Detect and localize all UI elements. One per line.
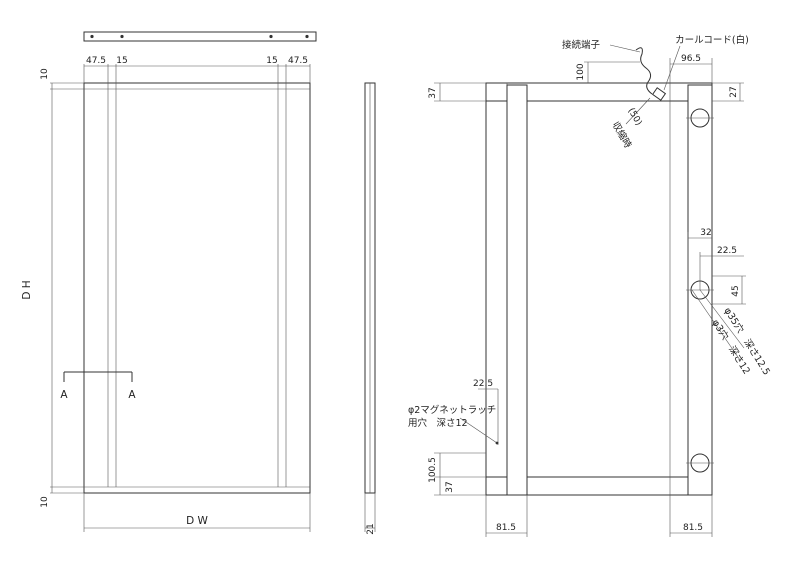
section-a-right: A — [128, 389, 136, 401]
dim-22-5-left: 22.5 — [473, 379, 493, 389]
dim-37-bottom: 37 — [445, 481, 455, 492]
dim-15-left: 15 — [116, 56, 127, 66]
section-a-left: A — [60, 389, 68, 401]
dim-15-right: 15 — [266, 56, 277, 66]
stored-label: 収縮時 — [609, 120, 634, 151]
dim-96-5: 96.5 — [681, 54, 701, 64]
magnet-latch-label-2: 用穴 深さ12 — [408, 417, 468, 429]
screw-hole — [269, 34, 273, 39]
connector-label: 接続端子 — [562, 39, 601, 51]
front-view: 47.5 15 15 47.5 10 D H 10 A A D W — [21, 31, 317, 532]
door-outline — [83, 82, 311, 494]
dim-32: 32 — [700, 228, 711, 238]
dim-50: (50) — [625, 107, 643, 128]
dim-27: 27 — [729, 86, 739, 97]
dim-45: 45 — [731, 285, 741, 296]
dim-dw: D W — [186, 515, 208, 527]
screw-hole — [90, 34, 94, 39]
screw-hole — [120, 34, 124, 39]
dim-47-5-left: 47.5 — [86, 56, 106, 66]
top-rail-strip — [83, 31, 317, 42]
detail-view: 37 100.5 37 81.5 81.5 22.5 φ2マグネットラッチ 用穴… — [408, 34, 773, 537]
screw-hole — [305, 34, 309, 39]
curl-cord — [635, 47, 653, 95]
dim-81-5-left: 81.5 — [496, 523, 516, 533]
dim-dh: D H — [21, 280, 33, 299]
left-stile — [506, 84, 528, 496]
dim-21: 21 — [366, 523, 376, 534]
dim-47-5-right: 47.5 — [288, 56, 308, 66]
curl-cord-label: カールコード(白) — [675, 34, 749, 46]
dim-37-top: 37 — [428, 87, 438, 98]
cord-plug — [651, 87, 667, 101]
dim-100-5: 100.5 — [428, 457, 438, 483]
dim-100-top: 100 — [576, 63, 586, 80]
dim-10-top: 10 — [40, 68, 50, 80]
dim-10-bottom: 10 — [40, 496, 50, 508]
magnet-latch-label-1: φ2マグネットラッチ — [408, 404, 496, 416]
side-view: 21 — [364, 82, 376, 535]
dim-81-5-right: 81.5 — [683, 523, 703, 533]
dim-22-5-right: 22.5 — [717, 246, 737, 256]
